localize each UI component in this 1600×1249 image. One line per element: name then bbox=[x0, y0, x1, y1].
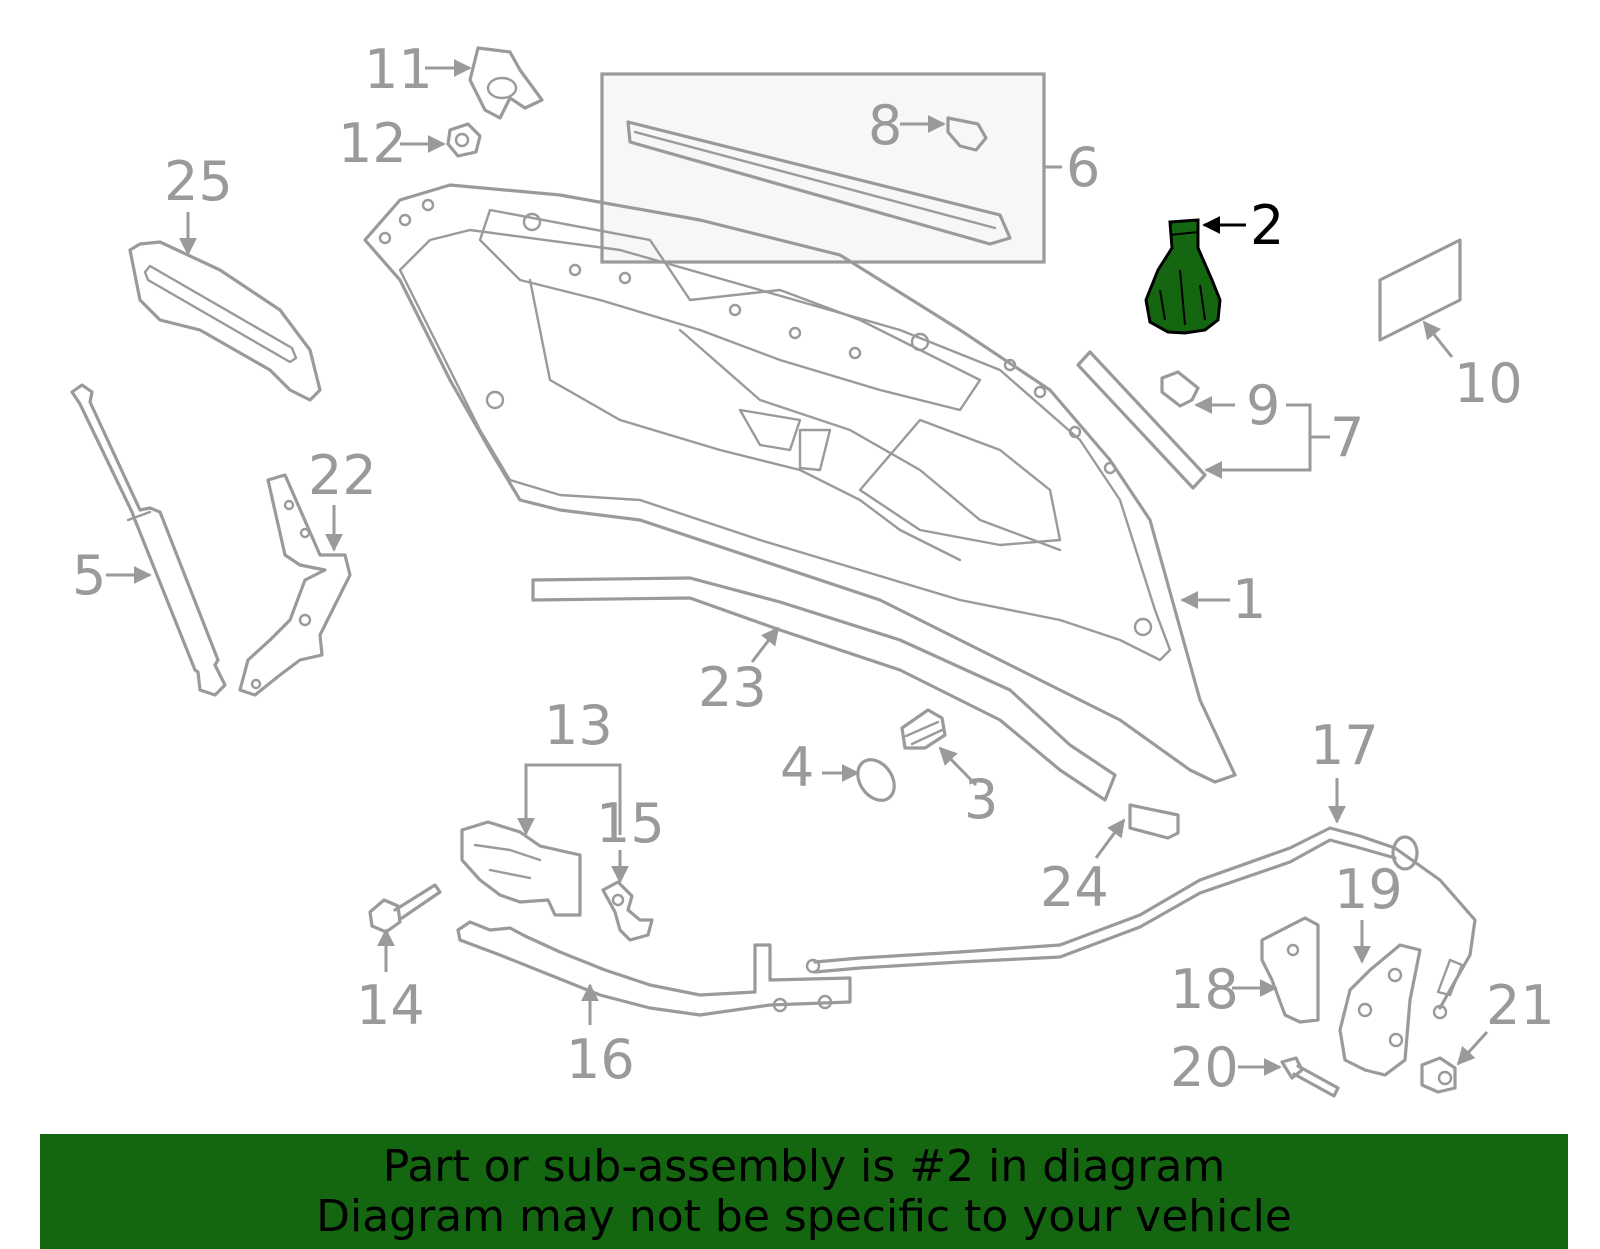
callout-25: 25 bbox=[164, 150, 233, 213]
latch-clip bbox=[601, 880, 654, 942]
hood-insulator bbox=[128, 240, 322, 402]
hood-stop-bumper bbox=[900, 708, 947, 750]
latch-plate bbox=[1260, 916, 1320, 1024]
callout-14: 14 bbox=[356, 974, 425, 1037]
callout-20: 20 bbox=[1170, 1036, 1239, 1099]
callout-19: 19 bbox=[1334, 858, 1403, 921]
hood-seal-strip bbox=[531, 576, 1117, 802]
hood-panel bbox=[363, 183, 1237, 784]
callout-leaders bbox=[106, 59, 1489, 1076]
hood-label bbox=[1378, 238, 1462, 342]
callout-18: 18 bbox=[1170, 958, 1239, 1021]
callout-6: 6 bbox=[1066, 136, 1100, 199]
release-handle bbox=[456, 920, 852, 1017]
weatherstrip-panel-box bbox=[600, 72, 1062, 264]
callout-17: 17 bbox=[1310, 714, 1379, 777]
callout-5: 5 bbox=[72, 544, 106, 607]
callout-3: 3 bbox=[964, 768, 998, 831]
push-clip bbox=[1420, 1056, 1457, 1094]
info-banner: Part or sub-assembly is #2 in diagram Di… bbox=[40, 1134, 1568, 1249]
callout-21: 21 bbox=[1486, 974, 1555, 1037]
release-cable bbox=[805, 826, 1477, 1020]
banner-line-disclaimer: Diagram may not be specific to your vehi… bbox=[316, 1191, 1292, 1242]
callout-8: 8 bbox=[868, 94, 902, 157]
callout-1: 1 bbox=[1232, 568, 1266, 631]
callout-13: 13 bbox=[544, 694, 613, 757]
hood-support-strut bbox=[70, 383, 227, 697]
callout-4: 4 bbox=[780, 736, 814, 799]
callout-2[interactable]: 2 bbox=[1250, 194, 1284, 257]
callout-7: 7 bbox=[1330, 406, 1364, 469]
callout-9: 9 bbox=[1246, 374, 1280, 437]
striker-bolt bbox=[1280, 1056, 1340, 1098]
hood-bumper-highlighted[interactable] bbox=[1144, 218, 1222, 335]
seal-clip bbox=[1160, 370, 1200, 408]
callout-labels: 1 2 3 4 5 6 7 8 9 10 11 12 13 14 15 16 1… bbox=[72, 38, 1555, 1099]
callout-12: 12 bbox=[338, 112, 407, 175]
hood-latch bbox=[460, 820, 582, 917]
callout-23: 23 bbox=[698, 656, 767, 719]
callout-15: 15 bbox=[596, 792, 665, 855]
callout-16: 16 bbox=[566, 1028, 635, 1091]
banner-line-part-number: Part or sub-assembly is #2 in diagram bbox=[382, 1141, 1226, 1192]
callout-11: 11 bbox=[364, 38, 433, 101]
o-ring bbox=[856, 758, 896, 802]
callout-22: 22 bbox=[308, 444, 377, 507]
callout-10: 10 bbox=[1454, 352, 1523, 415]
pad-block bbox=[1128, 803, 1180, 840]
hood-nut bbox=[446, 122, 482, 158]
latch-bolt bbox=[368, 883, 442, 934]
hood-hinge bbox=[238, 473, 352, 697]
hood-bracket bbox=[468, 46, 544, 120]
callout-24: 24 bbox=[1040, 856, 1109, 919]
striker-bracket bbox=[1338, 943, 1422, 1077]
